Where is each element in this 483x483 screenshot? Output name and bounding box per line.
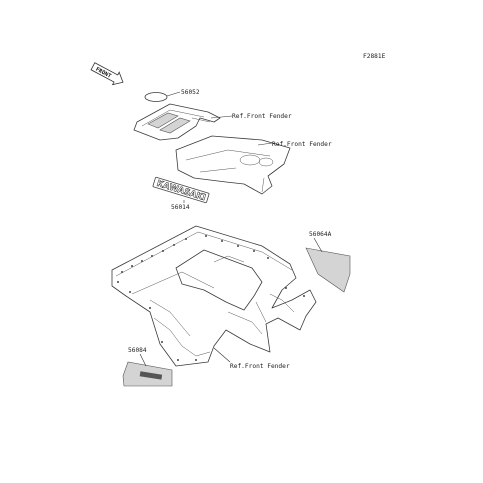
part-56052-oval-decal: [144, 92, 168, 102]
part-label-56064a: 56064A: [309, 231, 332, 238]
part-56014-name-decal: KAWASAKI: [152, 176, 210, 204]
rear-top-panel: [175, 135, 291, 195]
part-56084-warning-decal: [122, 361, 173, 387]
part-label-56084: 56084: [128, 347, 147, 354]
fender-mounting-holes: [117, 235, 305, 361]
leader-ref-front-fender-3: [213, 347, 231, 363]
leader-56052: [166, 91, 181, 97]
leader-ref-front-fender-1: [210, 115, 233, 119]
front-direction-arrow-icon: FRONT: [90, 62, 124, 86]
ref-front-fender-label-1: Ref.Front Fender: [232, 113, 292, 120]
leader-56084: [139, 353, 147, 367]
ref-front-fender-label-2: Ref.Front Fender: [272, 141, 332, 148]
leader-ref-front-fender-2: [257, 142, 273, 146]
rear-fender-body: [111, 225, 317, 367]
rear-cover-panel: [133, 103, 221, 141]
decal-text: KAWASAKI: [155, 179, 207, 203]
figure-code: F2881E: [363, 53, 386, 60]
part-label-56014: 56014: [171, 204, 190, 211]
leader-56064a: [313, 237, 323, 253]
ref-front-fender-label-3: Ref.Front Fender: [230, 363, 290, 370]
part-label-56052: 56052: [181, 89, 200, 96]
part-56064a-side-decal: [305, 247, 351, 293]
